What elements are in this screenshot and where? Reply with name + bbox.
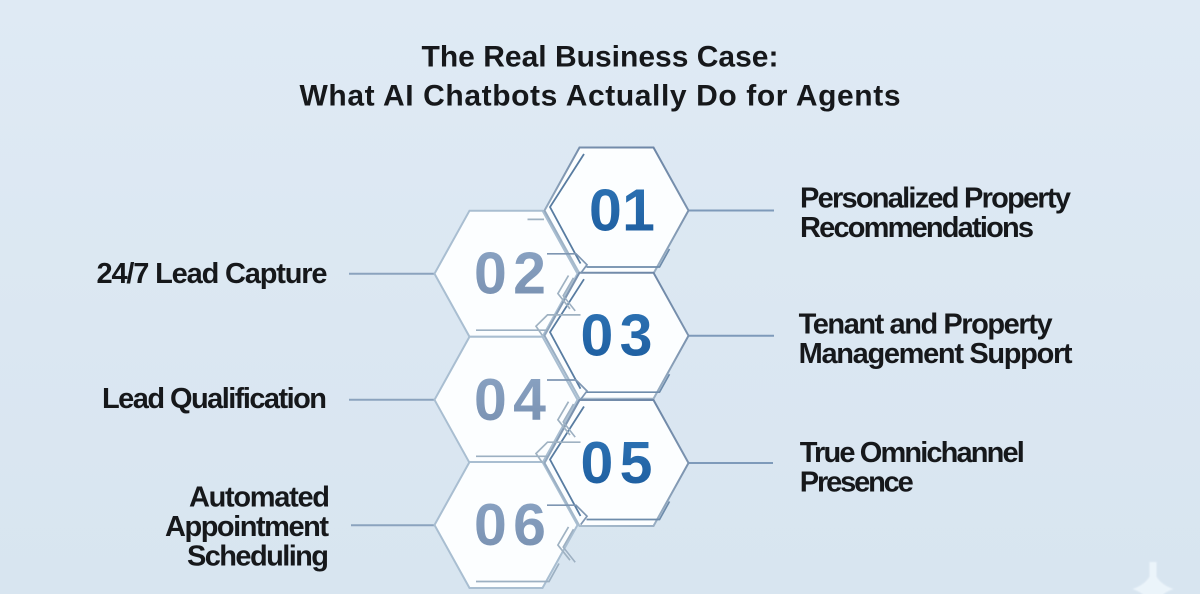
svg-text:24/7 Lead Capture: 24/7 Lead Capture: [97, 258, 328, 290]
svg-text:What AI Chatbots Actually Do f: What AI Chatbots Actually Do for Agents: [300, 80, 901, 113]
svg-text:Recommendations: Recommendations: [800, 212, 1034, 244]
svg-text:Appointment: Appointment: [165, 511, 329, 543]
svg-text:True Omnichannel: True Omnichannel: [800, 437, 1025, 469]
svg-text:Management Support: Management Support: [799, 338, 1073, 370]
svg-text:Tenant and Property: Tenant and Property: [799, 309, 1053, 341]
svg-text:Personalized Property: Personalized Property: [800, 183, 1071, 215]
svg-text:Scheduling: Scheduling: [187, 540, 329, 572]
svg-text:Automated: Automated: [189, 482, 330, 514]
svg-text:Presence: Presence: [800, 467, 914, 499]
svg-text:Lead Qualification: Lead Qualification: [102, 383, 327, 415]
svg-text:The Real Business Case:: The Real Business Case:: [422, 40, 779, 73]
svg-text:01: 01: [589, 178, 655, 244]
